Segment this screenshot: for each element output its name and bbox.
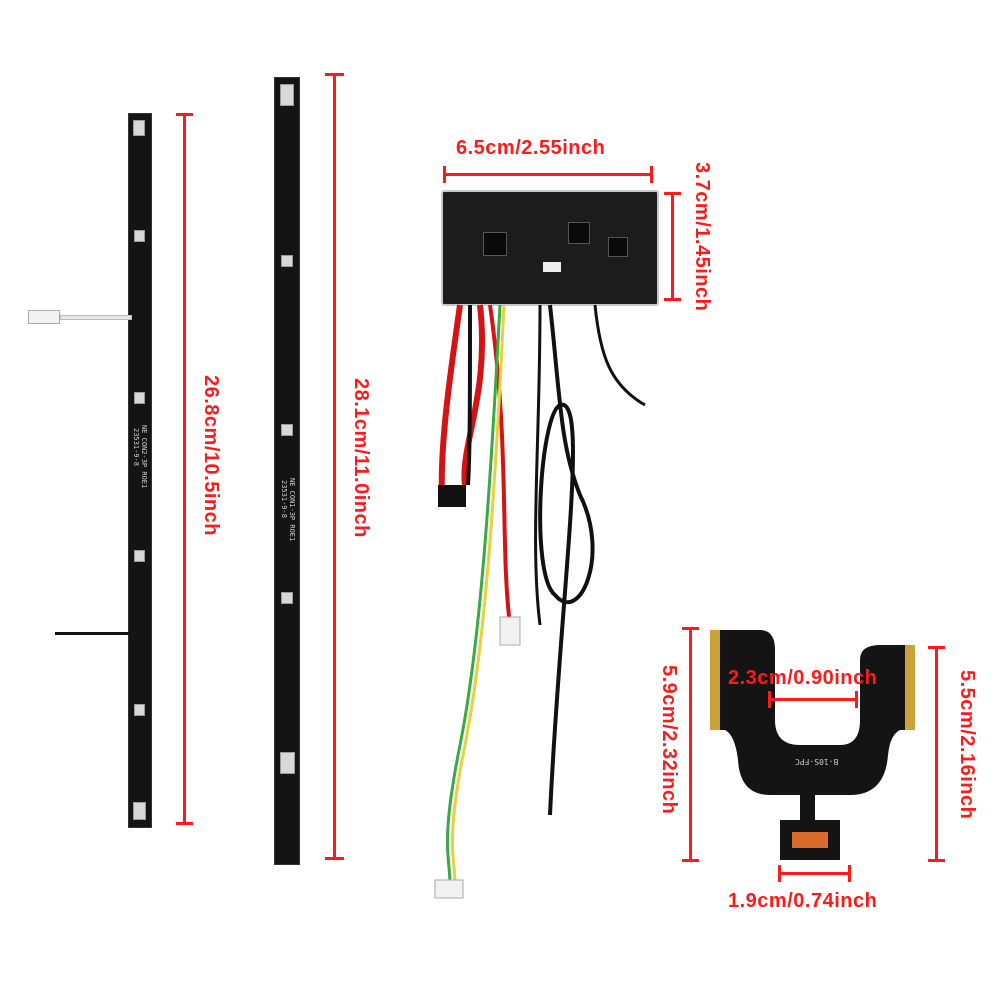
- black-wire: [55, 632, 130, 635]
- dim-cap: [778, 865, 781, 882]
- dim-line-fpc-right: [935, 646, 938, 862]
- dim-line-fpc-left: [689, 627, 692, 862]
- dim-label-fpc-right: 5.5cm/2.16inch: [956, 670, 978, 820]
- strip-short-pad: [134, 230, 145, 242]
- dim-cap: [664, 192, 681, 195]
- sensor-connector: [28, 310, 60, 324]
- dim-cap: [325, 73, 344, 76]
- dim-cap: [176, 113, 193, 116]
- dim-line-strip-short: [183, 113, 186, 825]
- dim-cap: [176, 822, 193, 825]
- strip-long-pad: [280, 752, 295, 774]
- strip-short-date: 23531-9-8: [132, 428, 140, 466]
- sensor-wire: [60, 315, 132, 320]
- strip-long-date: 23531-9-8: [280, 480, 288, 518]
- dim-cap: [650, 166, 653, 183]
- dim-cap: [682, 859, 699, 862]
- dim-cap: [928, 859, 945, 862]
- dim-label-bms-width: 6.5cm/2.55inch: [456, 137, 606, 159]
- strip-short-pad: [134, 704, 145, 716]
- strip-short-pad: [133, 120, 145, 136]
- dim-line-strip-long: [333, 73, 336, 860]
- bms-chip: [608, 237, 628, 257]
- dim-label-fpc-connector: 1.9cm/0.74inch: [728, 890, 878, 912]
- bms-wires: [434, 304, 646, 899]
- dim-line-bms-height: [671, 192, 674, 300]
- dim-label-bms-height: 3.7cm/1.45inch: [691, 162, 713, 312]
- balance-strip-long: [274, 77, 300, 865]
- dim-cap: [928, 646, 945, 649]
- strip-long-pad: [281, 255, 293, 267]
- dim-cap: [855, 691, 858, 708]
- fpc-silkscreen: B-10S-FPC: [795, 757, 839, 766]
- dim-line-fpc-gap: [768, 698, 858, 701]
- strip-long-pad: [281, 424, 293, 436]
- dim-cap: [664, 298, 681, 301]
- dim-line-fpc-connector: [778, 872, 851, 875]
- dim-line-bms-width: [443, 173, 653, 176]
- dim-label-fpc-left: 5.9cm/2.32inch: [658, 665, 680, 815]
- bms-chip: [483, 232, 507, 256]
- bms-board: [441, 190, 659, 306]
- strip-short-pad: [134, 550, 145, 562]
- dim-cap: [443, 166, 446, 183]
- dim-label-fpc-gap: 2.3cm/0.90inch: [728, 667, 878, 689]
- strip-short-pad: [134, 392, 145, 404]
- strip-short-silkscreen: NE CON2-3P ROE1: [140, 425, 148, 489]
- strip-short-pad: [133, 802, 146, 820]
- dim-cap: [768, 691, 771, 708]
- dim-label-strip-short: 26.8cm/10.5inch: [200, 375, 222, 536]
- strip-long-pad: [280, 84, 294, 106]
- bms-chip: [568, 222, 590, 244]
- fpc-board: [710, 630, 915, 860]
- dim-cap: [682, 627, 699, 630]
- dim-cap: [848, 865, 851, 882]
- bms-connector: [543, 262, 561, 272]
- strip-long-pad: [281, 592, 293, 604]
- dim-cap: [325, 857, 344, 860]
- dim-label-strip-long: 28.1cm/11.0inch: [350, 378, 372, 538]
- strip-long-silkscreen: NE CON1-3P ROE1: [288, 478, 296, 542]
